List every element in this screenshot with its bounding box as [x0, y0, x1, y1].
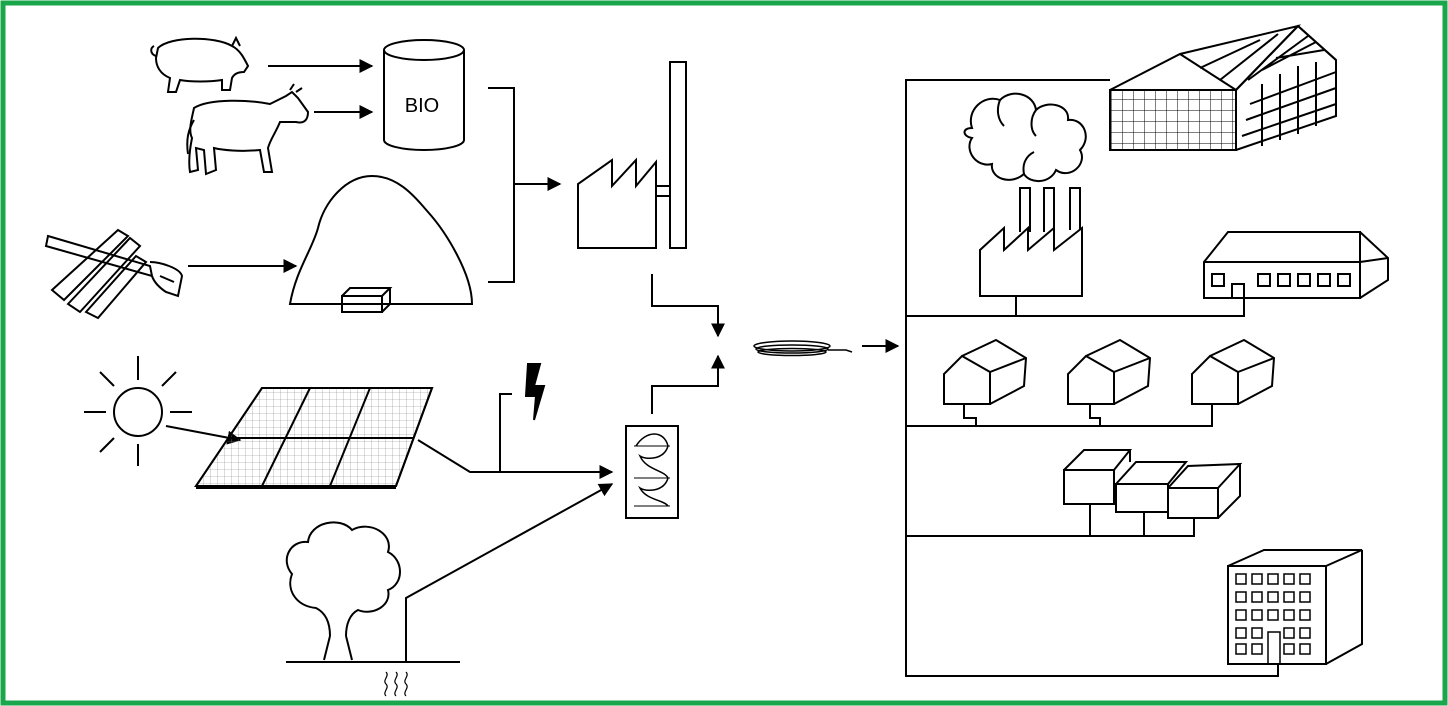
factory-plant-icon [577, 61, 687, 249]
bio-tank-icon [383, 39, 465, 151]
lightning-icon [524, 363, 546, 421]
heat-pipe-coil-icon [753, 340, 853, 357]
farm-barn-icon [1203, 231, 1389, 299]
branch-house-1 [963, 404, 977, 426]
pump-output-line [651, 354, 725, 414]
branch-house-2 [1089, 404, 1101, 426]
wood-saw-icon [44, 228, 184, 320]
industrial-factory-icon [963, 92, 1087, 297]
cow-icon [186, 83, 310, 176]
house-icon [1067, 338, 1152, 405]
apartment-building-icon [1227, 549, 1363, 665]
heat-pump-coil-icon [625, 425, 679, 519]
greenhouse-icon [1109, 24, 1337, 151]
branch-houses [906, 404, 1213, 427]
solar-panel-icon [194, 387, 434, 489]
bio-tank-label: BIO [405, 95, 439, 117]
pig-icon [150, 35, 250, 93]
wood-chip-pile-icon [288, 174, 474, 313]
house-icon [1191, 338, 1276, 405]
tree-icon [285, 521, 460, 663]
house-icon [943, 338, 1028, 405]
tree-to-pump-arrow [405, 483, 614, 662]
terraced-houses-icon [1063, 449, 1243, 519]
plant-output-line [651, 274, 725, 338]
ground-heat-icon [384, 671, 408, 697]
sun-icon [84, 356, 192, 466]
distribution-trunk [905, 79, 1279, 677]
solar-output-line [417, 439, 614, 479]
branch-terraces [906, 518, 1195, 537]
electricity-branch [499, 393, 512, 472]
